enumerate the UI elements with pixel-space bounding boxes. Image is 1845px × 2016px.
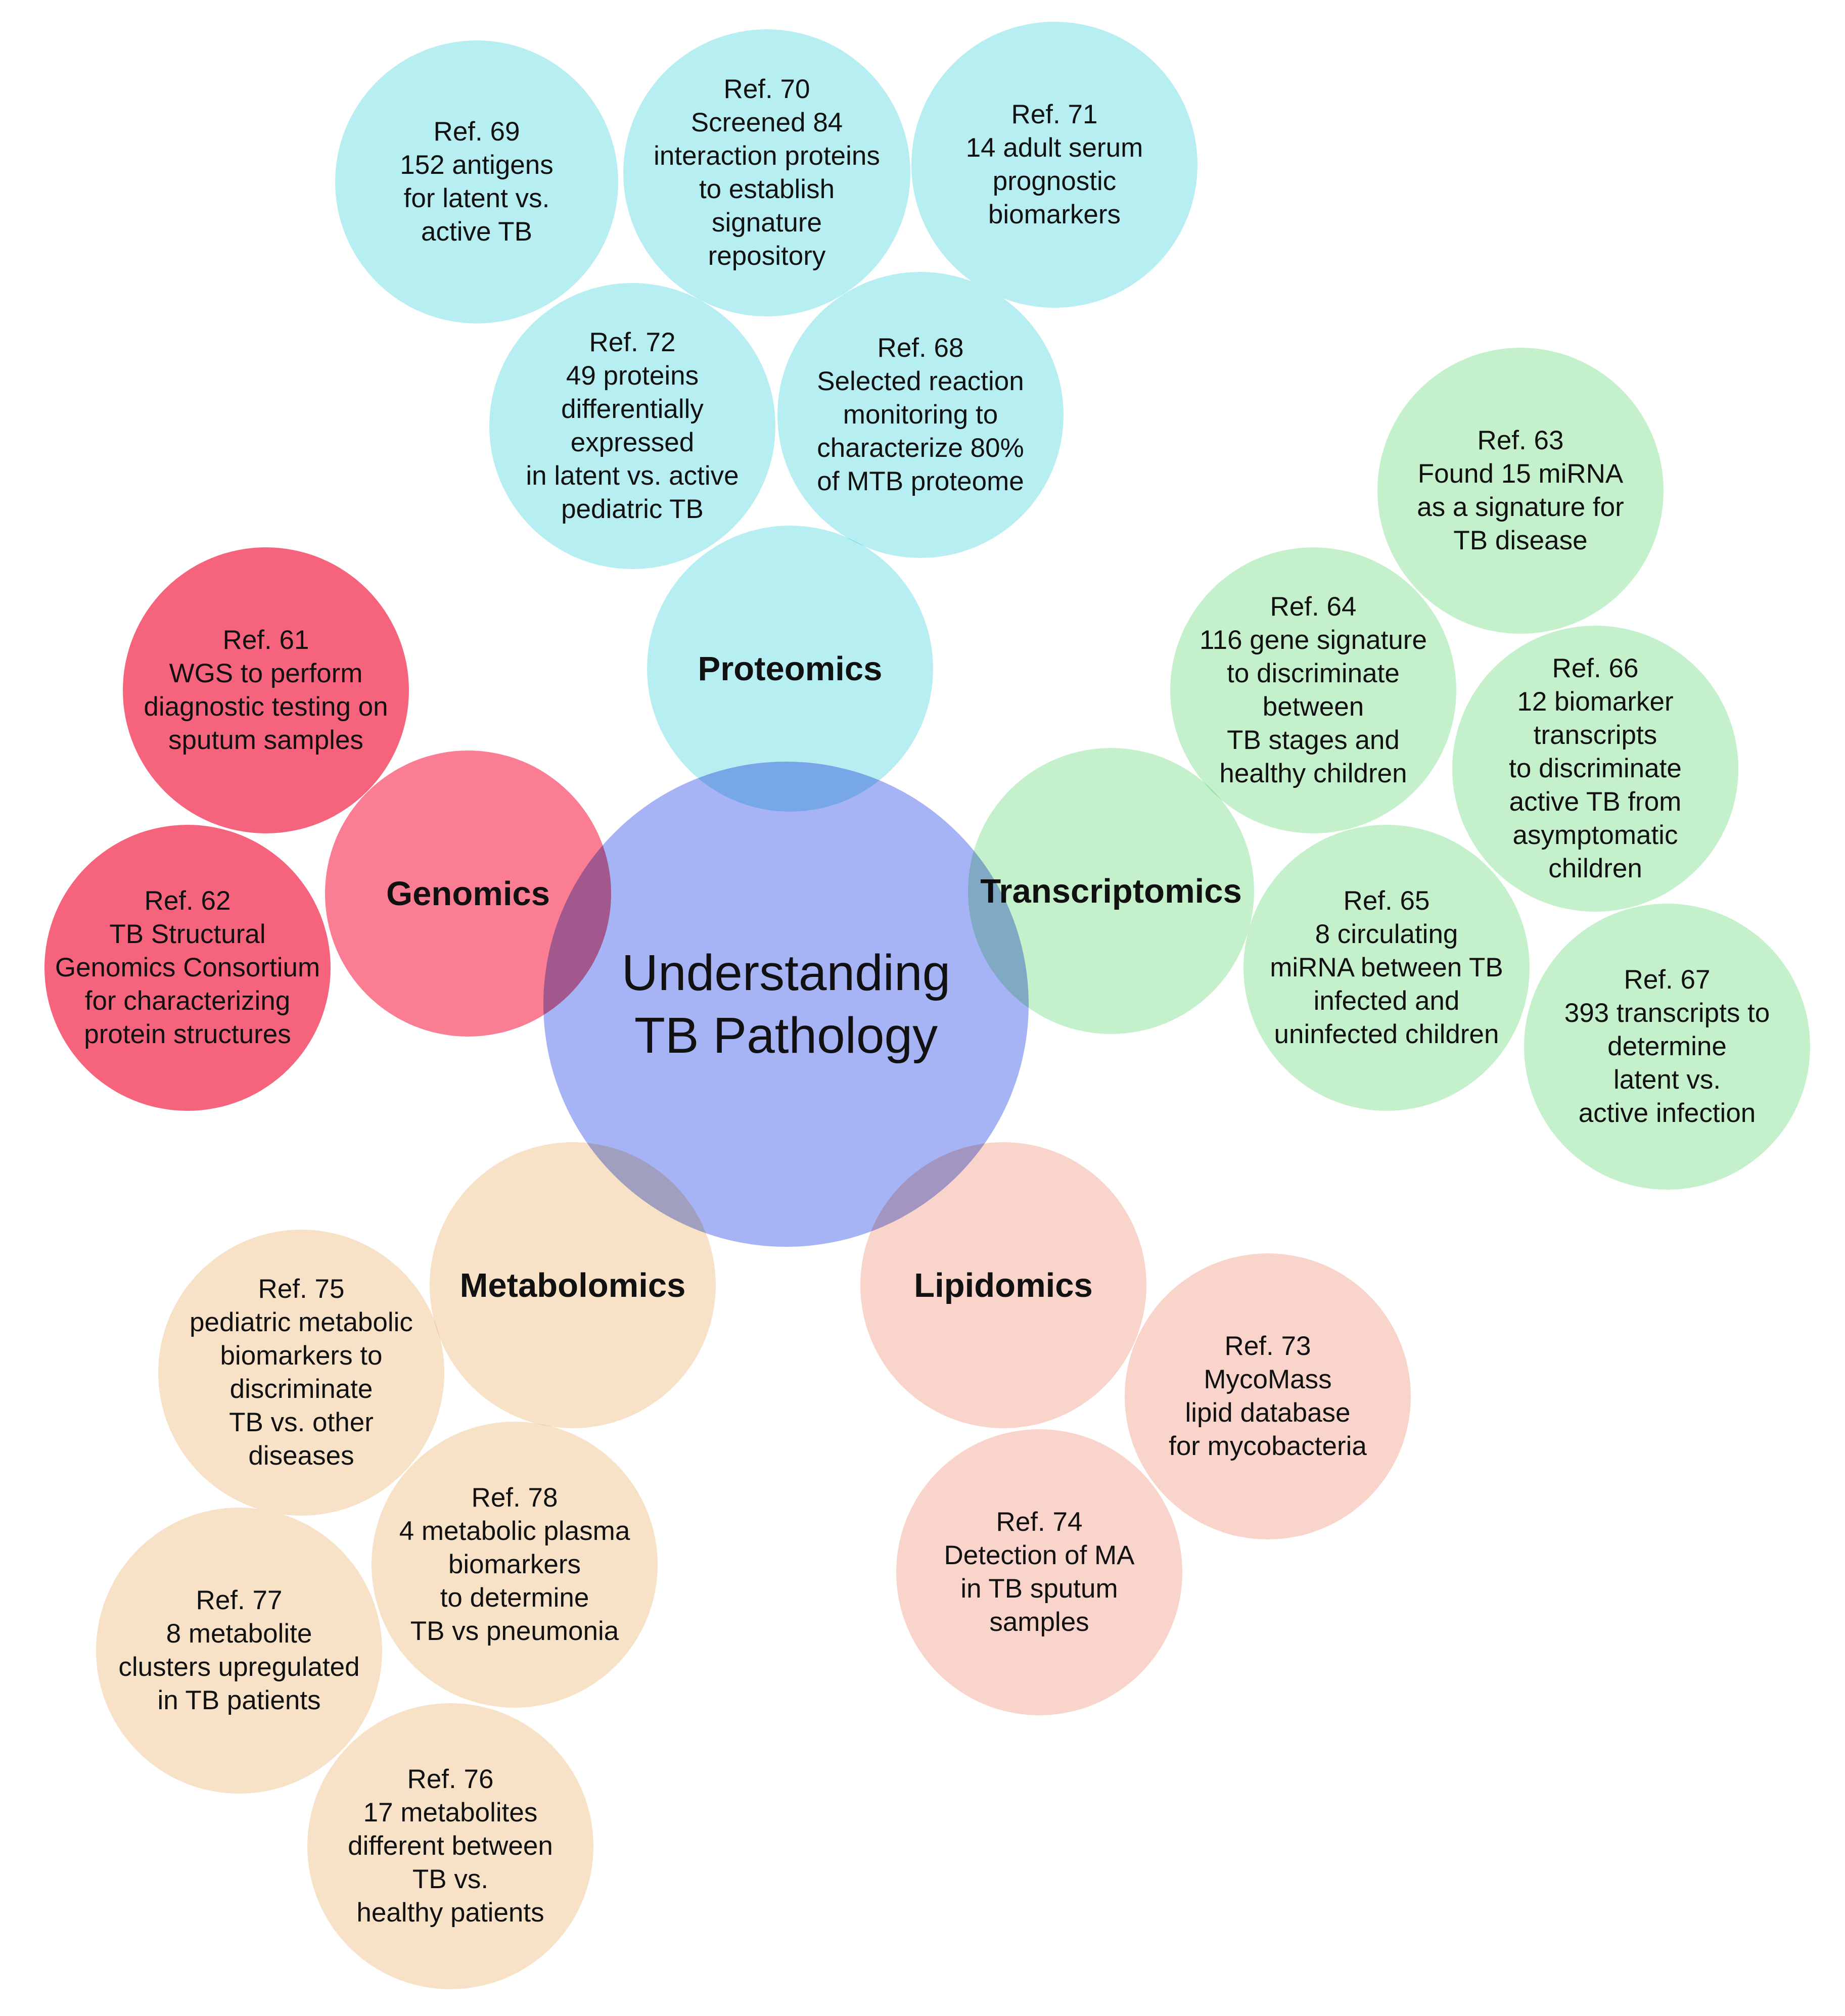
ref-73-text: MycoMass lipid database for mycobacteria xyxy=(1169,1365,1367,1461)
hub-genomics-label: Genomics xyxy=(386,874,550,913)
hub-lipidomics-label: Lipidomics xyxy=(914,1266,1093,1304)
ref-71-text: 14 adult serum prognostic biomarkers xyxy=(965,133,1143,229)
ref-62-label: Ref. 62 xyxy=(144,886,231,916)
hub-metabolomics: Metabolomics xyxy=(430,1142,716,1428)
ref-70-text: Screened 84 interaction proteins to esta… xyxy=(654,108,880,271)
ref-77-bubble: Ref. 77 8 metabolite clusters upregulated… xyxy=(96,1508,382,1794)
ref-77-label: Ref. 77 xyxy=(196,1585,283,1615)
ref-73-label: Ref. 73 xyxy=(1224,1331,1311,1361)
ref-76-text: 17 metabolites different between TB vs. … xyxy=(348,1798,553,1928)
ref-66-bubble: Ref. 66 12 biomarker transcripts to discr… xyxy=(1452,626,1738,912)
hub-proteomics: Proteomics xyxy=(647,526,933,812)
ref-66-label: Ref. 66 xyxy=(1552,653,1639,683)
hub-transcriptomics: Transcriptomics xyxy=(968,748,1254,1034)
ref-74-label: Ref. 74 xyxy=(996,1507,1083,1537)
ref-74-text: Detection of MA in TB sputum samples xyxy=(944,1540,1135,1637)
ref-78-label: Ref. 78 xyxy=(471,1483,558,1513)
ref-67-text: 393 transcripts to determine latent vs. … xyxy=(1564,998,1770,1128)
ref-67-label: Ref. 67 xyxy=(1624,965,1711,995)
ref-61-text: WGS to perform diagnostic testing on spu… xyxy=(144,659,388,755)
ref-69-text: 152 antigens for latent vs. active TB xyxy=(400,150,554,247)
ref-69-label: Ref. 69 xyxy=(433,117,520,147)
hub-proteomics-label: Proteomics xyxy=(698,649,883,688)
ref-61-bubble: Ref. 61 WGS to perform diagnostic testing… xyxy=(123,547,409,833)
ref-76-bubble: Ref. 76 17 metabolites different between … xyxy=(307,1703,593,1989)
ref-76-label: Ref. 76 xyxy=(407,1764,494,1794)
ref-63-text: Found 15 miRNA as a signature for TB dis… xyxy=(1417,459,1624,555)
ref-68-text: Selected reaction monitoring to characte… xyxy=(817,366,1024,496)
hub-metabolomics-label: Metabolomics xyxy=(459,1266,686,1304)
ref-66-text: 12 biomarker transcripts to discriminate… xyxy=(1509,687,1682,883)
hub-genomics: Genomics xyxy=(325,751,611,1037)
ref-73-bubble: Ref. 73 MycoMass lipid database for mycob… xyxy=(1125,1253,1411,1539)
ref-64-text: 116 gene signature to discriminate betwe… xyxy=(1200,625,1427,788)
ref-64-label: Ref. 64 xyxy=(1270,592,1357,622)
ref-70-label: Ref. 70 xyxy=(723,74,810,104)
ref-62-text: TB Structural Genomics Consortium for ch… xyxy=(55,919,320,1049)
ref-65-text: 8 circulating miRNA between TB infected … xyxy=(1270,919,1503,1049)
ref-61-label: Ref. 61 xyxy=(222,625,309,655)
ref-63-label: Ref. 63 xyxy=(1477,426,1564,455)
ref-65-label: Ref. 65 xyxy=(1343,886,1430,916)
hub-transcriptomics-label: Transcriptomics xyxy=(980,872,1242,910)
ref-77-text: 8 metabolite clusters upregulated in TB … xyxy=(118,1619,360,1715)
hub-lipidomics: Lipidomics xyxy=(860,1142,1146,1428)
ref-72-bubble: Ref. 72 49 proteins differentially expres… xyxy=(489,283,775,569)
center-label: Understanding TB Pathology xyxy=(621,945,951,1064)
ref-75-text: pediatric metabolic biomarkers to discri… xyxy=(190,1307,413,1471)
ref-75-label: Ref. 75 xyxy=(258,1274,345,1304)
ref-78-text: 4 metabolic plasma biomarkers to determi… xyxy=(399,1516,630,1646)
ref-63-bubble: Ref. 63 Found 15 miRNA as a signature for… xyxy=(1377,348,1664,634)
ref-72-text: 49 proteins differentially expressed in … xyxy=(526,361,739,524)
ref-71-label: Ref. 71 xyxy=(1011,100,1098,129)
ref-70-bubble: Ref. 70 Screened 84 interaction proteins … xyxy=(623,29,910,316)
ref-68-label: Ref. 68 xyxy=(877,333,964,363)
ref-71-bubble: Ref. 71 14 adult serum prognostic biomark… xyxy=(911,22,1197,308)
ref-72-label: Ref. 72 xyxy=(589,327,676,357)
